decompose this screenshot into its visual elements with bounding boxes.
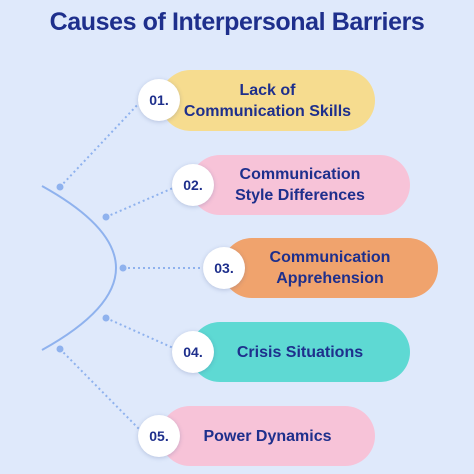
item-04-badge: 04.	[172, 331, 214, 373]
item-05-line1: Power Dynamics	[203, 427, 332, 445]
page-title: Causes of Interpersonal Barriers	[49, 8, 425, 36]
node-dot-04	[102, 314, 110, 322]
item-05-label: Power Dynamics	[203, 426, 331, 447]
item-03-label: Communication Apprehension	[270, 247, 391, 289]
item-03-line2: Apprehension	[276, 270, 384, 287]
item-02-line2: Style Differences	[235, 187, 365, 204]
item-02-line1: Communication	[239, 166, 361, 183]
connector-04	[105, 317, 181, 352]
connector-02	[105, 184, 181, 218]
item-01-pill: Lack of Communication Skills	[160, 70, 375, 131]
node-dot-03	[119, 264, 127, 272]
item-01-label: Lack of Communication Skills	[184, 80, 351, 122]
item-03-line1: Communication	[269, 249, 391, 266]
item-04-line1: Crisis Situations	[236, 343, 364, 361]
item-04-pill: Crisis Situations	[190, 322, 410, 382]
item-01-line2: Communication Skills	[183, 102, 352, 120]
item-02-badge: 02.	[172, 164, 214, 206]
node-dot-01	[56, 183, 64, 191]
item-01-badge: 01.	[138, 79, 180, 121]
item-04-label: Crisis Situations	[237, 342, 363, 363]
item-03-badge: 03.	[203, 247, 245, 289]
item-05-pill: Power Dynamics	[160, 406, 375, 466]
node-dot-02	[102, 213, 110, 221]
item-03-pill: Communication Apprehension	[222, 238, 438, 298]
item-02-label: Communication Style Differences	[235, 164, 365, 206]
connector-01	[59, 99, 143, 188]
item-02-pill: Communication Style Differences	[190, 155, 410, 215]
connector-05	[59, 348, 143, 433]
item-01-line1: Lack of	[239, 81, 296, 99]
node-dot-05	[56, 345, 64, 353]
item-05-badge: 05.	[138, 415, 180, 457]
arc-line	[41, 185, 117, 351]
